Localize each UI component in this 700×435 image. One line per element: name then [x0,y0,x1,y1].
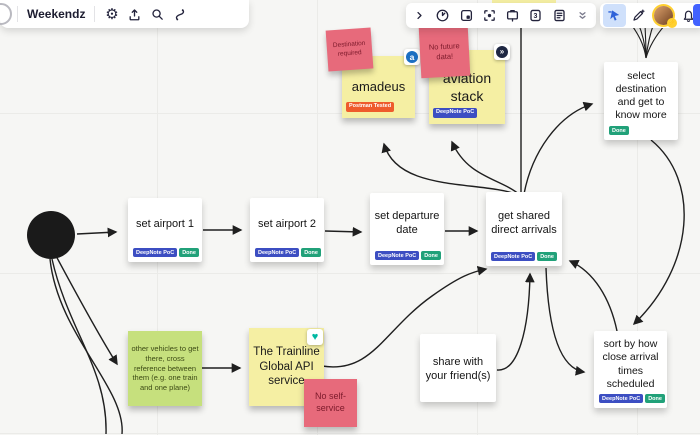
integrations-icon[interactable] [169,3,192,26]
sticky-other-vehicles[interactable]: other vehicles to get there, cross refer… [128,331,202,406]
sticky-text: No future data! [428,40,460,61]
node-share-with-friends[interactable]: share with your friend(s) [420,334,496,402]
export-icon[interactable] [123,3,146,26]
notes-icon[interactable] [548,4,571,27]
sticky-text: The Trainline Global API service [253,345,320,388]
tag-deepnote-poc: DeepNote PoC [375,251,420,260]
tag-deepnote-poc: DeepNote PoC [133,248,178,257]
tag-deepnote-poc: DeepNote PoC [599,394,644,403]
amadeus-logo-icon: a [404,49,420,65]
presentation-icon[interactable] [501,4,524,27]
node-text: sort by how close arrival times schedule… [602,338,659,390]
pages-icon[interactable]: 3 [524,4,547,27]
select-cursor-icon[interactable] [603,4,626,27]
tag-row: DeepNote PoC Done [594,394,667,408]
node-sort-by-arrival-times[interactable]: sort by how close arrival times schedule… [594,331,667,408]
lightning-badge-icon: ⚡ [667,18,677,28]
tools-toolbar: 3 [406,3,596,28]
tag-row: DeepNote PoC Done [250,248,324,262]
tag-done: Done [179,248,199,257]
node-get-shared-direct-arrivals[interactable]: get shared direct arrivals DeepNote PoC … [486,192,562,266]
timer-icon[interactable] [431,4,454,27]
node-text: set airport 2 [257,218,317,231]
tag-deepnote-poc: DeepNote PoC [255,248,300,257]
tag-deepnote-poc: DeepNote PoC [433,107,478,118]
node-set-departure-date[interactable]: set departure date DeepNote PoC Done [370,193,444,265]
frames-icon[interactable] [455,4,478,27]
sticky-text: No self-service [314,391,346,413]
settings-icon[interactable]: ⚙ [105,5,119,23]
aviationstack-glyph: » [496,46,508,58]
focus-icon[interactable] [478,4,501,27]
tag-done: Done [609,126,629,135]
avatar[interactable]: ⚡ [654,6,677,28]
aviationstack-logo-icon: » [494,44,510,60]
divider [94,6,96,22]
search-icon[interactable] [146,3,169,26]
node-text: share with your friend(s) [425,356,491,382]
node-text: get shared direct arrivals [491,210,557,236]
sticky-text: Destination required [332,39,366,58]
trainline-logo-icon: ♥ [307,329,323,345]
divider [17,6,18,22]
node-set-airport-2[interactable]: set airport 2 DeepNote PoC Done [250,198,324,262]
left-toolbar: Weekendz ⚙ [0,0,249,28]
tag-done: Done [301,248,321,257]
share-button[interactable] [693,4,700,26]
tag-done: Done [645,394,665,403]
magic-pen-icon[interactable] [627,4,650,27]
app-logo-icon[interactable] [0,3,12,25]
tag-row: DeepNote PoC Done [370,251,444,265]
sticky-destination-required[interactable]: Destination required [325,27,374,72]
node-text: set departure date [374,210,440,236]
tag-row: Done [604,126,678,140]
sticky-no-future-data[interactable]: No future data! [418,24,471,79]
tag-row: DeepNote PoC Done [128,248,202,262]
tag-deepnote-poc: DeepNote PoC [491,252,536,261]
sticky-no-self-service[interactable]: No self-service [304,379,357,427]
tag-done: Done [421,251,441,260]
notifications-bell-icon[interactable] [677,4,700,27]
node-set-airport-1[interactable]: set airport 1 DeepNote PoC Done [128,198,202,262]
node-text: set airport 1 [135,218,195,231]
expand-panel-icon[interactable] [408,4,431,27]
node-select-destination[interactable]: select destination and get to know more … [604,62,678,140]
node-text: select destination and get to know more [615,69,667,122]
start-node[interactable] [27,211,75,259]
account-toolbar: ⚡ [600,3,700,28]
amadeus-glyph: a [406,51,418,63]
tag-postman-tested: Postman Tested [346,101,395,112]
trainline-glyph: ♥ [311,330,319,343]
sticky-text: amadeus [351,78,406,94]
tag-done: Done [537,252,557,261]
pages-badge: 3 [534,13,538,20]
collapse-icon[interactable] [571,4,594,27]
tag-row: DeepNote PoC Done [486,252,562,266]
sticky-text: other vehicles to get there, cross refer… [131,344,199,393]
board-title[interactable]: Weekendz [27,7,86,21]
